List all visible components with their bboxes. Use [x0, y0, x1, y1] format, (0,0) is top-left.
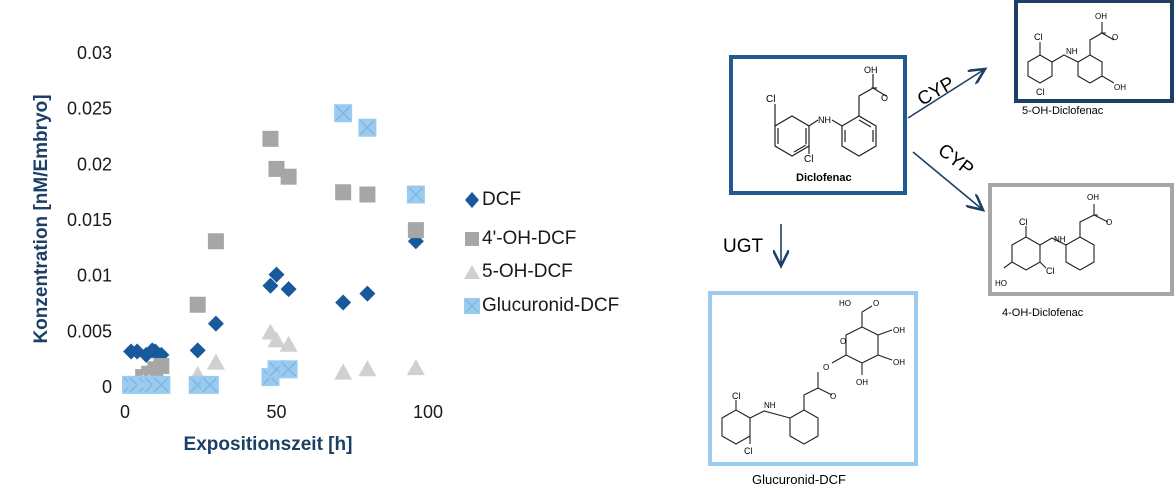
4-oh-diclofenac-structure: Cl Cl HO NH OH O — [988, 183, 1174, 296]
chlorine-atom: Cl — [1019, 217, 1028, 227]
chlorine-atom: Cl — [804, 154, 813, 165]
y-tick-label: 0.005 — [67, 321, 112, 341]
oh-group: OH — [893, 358, 905, 367]
data-point-square — [335, 184, 352, 201]
x-tick-label: 0 — [120, 402, 130, 422]
y-tick-label: 0.015 — [67, 210, 112, 230]
legend-label: 4'-OH-DCF — [482, 228, 577, 249]
y-tick-label: 0.01 — [77, 266, 112, 286]
chlorine-atom: Cl — [1036, 87, 1045, 97]
nh-group: NH — [818, 115, 831, 125]
nh-group: NH — [1054, 235, 1066, 244]
data-point-square-x — [406, 185, 425, 204]
oxygen-atom: O — [881, 93, 888, 103]
5-oh-diclofenac-label: 5-OH-Diclofenac — [1022, 105, 1104, 117]
data-point-square-x — [200, 375, 219, 394]
4-oh-diclofenac-label: 4-OH-Diclofenac — [1002, 307, 1084, 319]
oxygen-atom: O — [840, 337, 846, 346]
cyp-label-upper: CYP — [914, 73, 958, 111]
data-point-square — [268, 160, 285, 177]
oxygen-atom: O — [1112, 33, 1118, 42]
5-oh-diclofenac-structure: Cl Cl NH OH O OH — [1014, 0, 1174, 103]
data-point-triangle — [358, 360, 377, 377]
data-point-square — [262, 130, 279, 147]
oh-group: OH — [1114, 83, 1126, 92]
chart-axes: 0 0.005 0.01 0.015 0.02 0.025 0.03 0 50 100Exposi… — [31, 43, 443, 455]
oxygen-atom: O — [1106, 218, 1112, 227]
legend-label: DCF — [482, 189, 522, 210]
data-point-triangle — [279, 335, 298, 352]
diamond-marker-icon — [465, 192, 479, 208]
glucuronid-dcf-structure: Cl Cl NH O O O HO O OH OH OH — [708, 291, 918, 466]
ho-group: HO — [995, 279, 1007, 288]
data-point-square-x — [358, 118, 377, 137]
scatter-chart: 0 0.005 0.01 0.015 0.02 0.025 0.03 0 50 100Exposi… — [31, 43, 443, 455]
legend-item-glucuronid-dcf: Glucuronid-DCF — [462, 293, 619, 319]
data-point-triangle — [406, 359, 425, 376]
oh-group: OH — [1095, 12, 1107, 21]
cyp-arrow-lower — [912, 151, 983, 210]
oh-group: OH — [856, 378, 868, 387]
chlorine-atom: Cl — [1034, 32, 1043, 42]
y-tick-label: 0.02 — [77, 154, 112, 174]
chlorine-atom: Cl — [766, 94, 775, 105]
data-point-triangle — [334, 363, 353, 380]
data-point-square — [359, 186, 376, 203]
oxygen-atom: O — [830, 392, 836, 401]
square-x-marker-icon — [464, 298, 480, 314]
legend-label: Glucuronid-DCF — [482, 295, 620, 316]
y-axis-title: Konzentration [nM/Embryo] — [31, 94, 52, 343]
triangle-marker-icon — [464, 265, 480, 279]
data-point-square-x — [334, 104, 353, 123]
data-point-square — [407, 222, 424, 239]
chlorine-atom: Cl — [732, 391, 741, 401]
nh-group: NH — [764, 401, 776, 410]
legend-label: 5-OH-DCF — [482, 261, 573, 282]
oh-group: OH — [1087, 193, 1099, 202]
ugt-label: UGT — [723, 236, 764, 257]
legend-item-5oh-dcf: 5-OH-DCF — [462, 259, 573, 285]
x-axis-title: Expositionszeit [h] — [184, 434, 353, 455]
chlorine-atom: Cl — [744, 446, 753, 456]
glucuronid-dcf-label: Glucuronid-DCF — [752, 472, 846, 487]
data-point-square-x — [152, 375, 171, 394]
y-tick-label: 0 — [102, 377, 112, 397]
oxygen-atom: O — [873, 299, 879, 308]
oh-group: OH — [864, 65, 878, 75]
y-tick-label: 0.03 — [77, 43, 112, 63]
data-point-diamond — [280, 281, 297, 298]
cyp-arrow-upper — [907, 69, 985, 119]
ho-group: HO — [839, 299, 851, 308]
data-point-square — [280, 168, 297, 185]
data-point-diamond — [268, 266, 285, 283]
data-point-diamond — [262, 277, 279, 294]
data-point-diamond — [359, 285, 376, 302]
x-tick-label: 50 — [266, 402, 286, 422]
data-point-diamond — [189, 342, 206, 359]
nh-group: NH — [1066, 47, 1078, 56]
chart-marks — [122, 104, 425, 394]
data-point-square — [189, 296, 206, 313]
data-point-triangle — [206, 353, 225, 370]
diclofenac-structure: Cl Cl NH OH O Diclofenac — [729, 55, 907, 195]
data-point-diamond — [335, 294, 352, 311]
data-point-square-x — [279, 360, 298, 379]
x-tick-label: 100 — [413, 402, 443, 422]
y-tick-label: 0.025 — [67, 99, 112, 119]
data-point-triangle — [267, 331, 286, 348]
legend-item-4oh-dcf: 4'-OH-DCF — [462, 226, 576, 252]
legend-item-dcf: DCF — [462, 187, 521, 213]
oxygen-atom: O — [823, 363, 829, 372]
data-point-diamond — [207, 315, 224, 332]
data-point-square — [153, 357, 170, 374]
diclofenac-label: Diclofenac — [796, 172, 852, 184]
square-marker-icon — [465, 232, 479, 246]
chlorine-atom: Cl — [1046, 266, 1055, 276]
cyp-label-lower: CYP — [934, 140, 978, 181]
oh-group: OH — [893, 326, 905, 335]
data-point-square — [207, 233, 224, 250]
